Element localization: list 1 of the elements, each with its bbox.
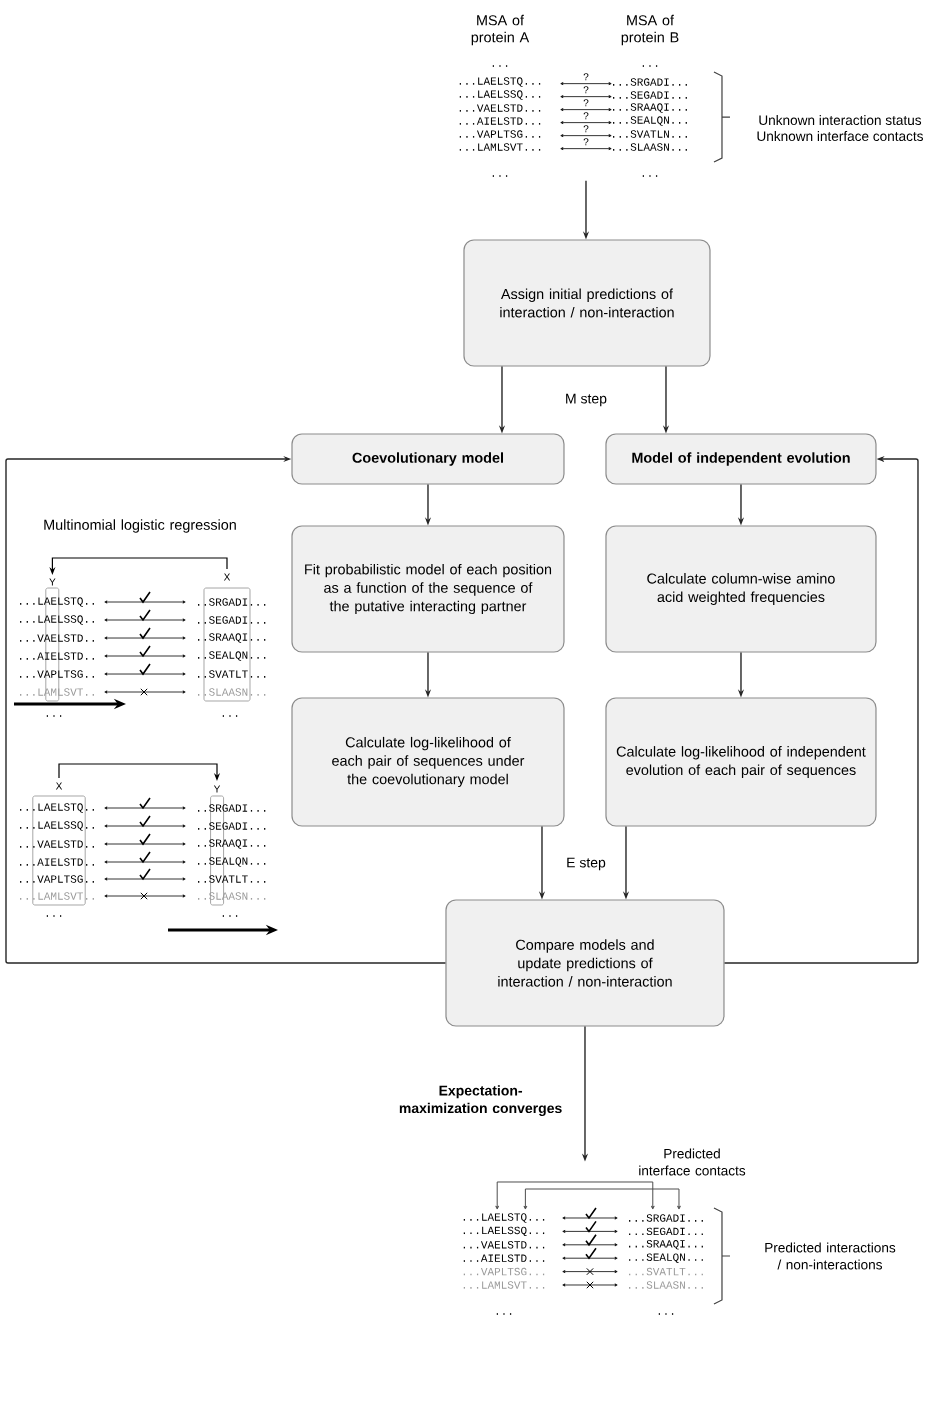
arrow	[5, 455, 447, 964]
